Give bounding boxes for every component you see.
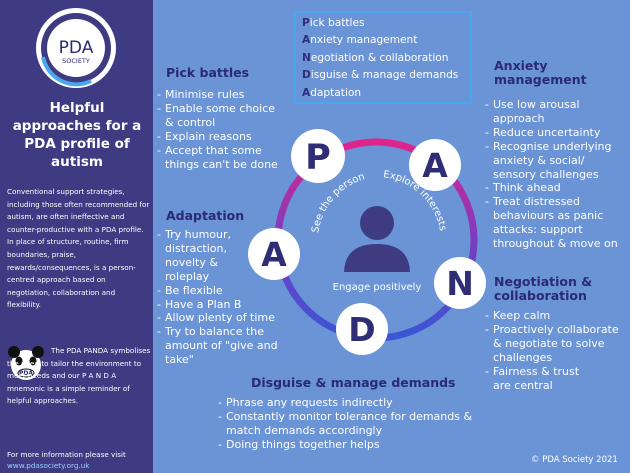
list-item: Proactively collaborate & negotiate to s… bbox=[485, 323, 627, 365]
svg-text:D: D bbox=[348, 310, 375, 349]
list-item: Try humour, distraction, novelty & rolep… bbox=[157, 228, 237, 284]
adaptation-heading: Adaptation bbox=[166, 208, 245, 223]
explore-interests-label: Explore interests bbox=[382, 169, 448, 232]
engage-positively-label: Engage positively bbox=[333, 282, 422, 293]
mnemonic-row: Anxiety management bbox=[302, 34, 418, 47]
mnemonic-row: Negotiation & collaboration bbox=[302, 51, 449, 64]
list-item: Be flexible bbox=[157, 284, 307, 298]
website-link[interactable]: www.pdasociety.org.uk bbox=[7, 461, 90, 470]
disguise-list: Phrase any requests indirectly Constantl… bbox=[218, 396, 478, 452]
person-icon bbox=[344, 206, 410, 272]
more-info: For more information please visit www.pd… bbox=[7, 449, 153, 471]
pick-battles-list: Minimise rules Enable some choice & cont… bbox=[157, 88, 287, 171]
mnemonic-row: Pick battles bbox=[302, 17, 365, 29]
logo-text-pda: PDA bbox=[59, 38, 94, 58]
sidebar: PDA SOCIETY Helpful approaches for a PDA… bbox=[0, 0, 153, 473]
list-item: Try to balance the amount of "give and t… bbox=[157, 325, 307, 367]
list-item: Think ahead bbox=[485, 181, 627, 195]
disguise-heading: Disguise & manage demands bbox=[251, 375, 456, 390]
outer-ring bbox=[274, 138, 478, 342]
svg-text:N: N bbox=[446, 264, 474, 303]
letter-circle-n: N bbox=[434, 257, 486, 309]
mnemonic-row: Disguise & manage demands bbox=[302, 69, 459, 82]
page-title: Helpful approaches for a PDA profile of … bbox=[12, 100, 142, 170]
panda-icon: PDA bbox=[8, 346, 44, 380]
pick-battles-heading: Pick battles bbox=[166, 65, 250, 80]
pda-society-logo: PDA SOCIETY bbox=[36, 8, 116, 88]
list-item: Accept that some things can't be done bbox=[157, 144, 287, 172]
list-item: Minimise rules bbox=[157, 88, 287, 102]
list-item: Fairness & trust are central bbox=[485, 365, 585, 393]
list-item: Treat distressed behaviours as panic att… bbox=[485, 195, 627, 251]
svg-text:P: P bbox=[305, 138, 331, 178]
logo-text-society: SOCIETY bbox=[62, 57, 90, 65]
list-item: Have a Plan B bbox=[157, 298, 307, 312]
list-item: Keep calm bbox=[485, 309, 627, 323]
list-item: Allow plenty of time bbox=[157, 311, 307, 325]
more-info-text: For more information please visit bbox=[7, 450, 126, 459]
panda-badge-text: PDA bbox=[19, 370, 33, 377]
list-item: Doing things together helps bbox=[218, 438, 478, 452]
list-item: Use low arousal approach bbox=[485, 98, 627, 126]
list-item: Reduce uncertainty bbox=[485, 126, 627, 140]
intro-text: Conventional support strategies, includi… bbox=[7, 187, 150, 310]
negotiation-list: Keep calm Proactively collaborate & nego… bbox=[485, 309, 627, 392]
panda-text: The PDA PANDA symbolises the need to tai… bbox=[7, 346, 151, 406]
list-item: Recognise underlying anxiety & social/ s… bbox=[485, 140, 627, 182]
see-the-person-label: See the person bbox=[310, 171, 366, 233]
letter-circle-a-top: A bbox=[409, 139, 461, 191]
list-item: Enable some choice & control bbox=[157, 102, 287, 130]
mnemonic-row: Adaptation bbox=[302, 86, 362, 99]
anxiety-heading: Anxiety management bbox=[494, 58, 587, 87]
mnemonic-box: Pick battles Anxiety management Negotiat… bbox=[294, 11, 472, 104]
copyright: © PDA Society 2021 bbox=[531, 455, 618, 465]
list-item: Constantly monitor tolerance for demands… bbox=[218, 410, 478, 438]
list-item: Phrase any requests indirectly bbox=[218, 396, 478, 410]
svg-text:A: A bbox=[422, 146, 448, 185]
adaptation-list: Try humour, distraction, novelty & rolep… bbox=[157, 228, 307, 367]
negotiation-heading: Negotiation & collaboration bbox=[494, 274, 593, 303]
letter-circle-d: D bbox=[336, 303, 388, 355]
anxiety-list: Use low arousal approach Reduce uncertai… bbox=[485, 98, 627, 251]
letter-circle-p: P bbox=[291, 129, 345, 183]
list-item: Explain reasons bbox=[157, 130, 287, 144]
